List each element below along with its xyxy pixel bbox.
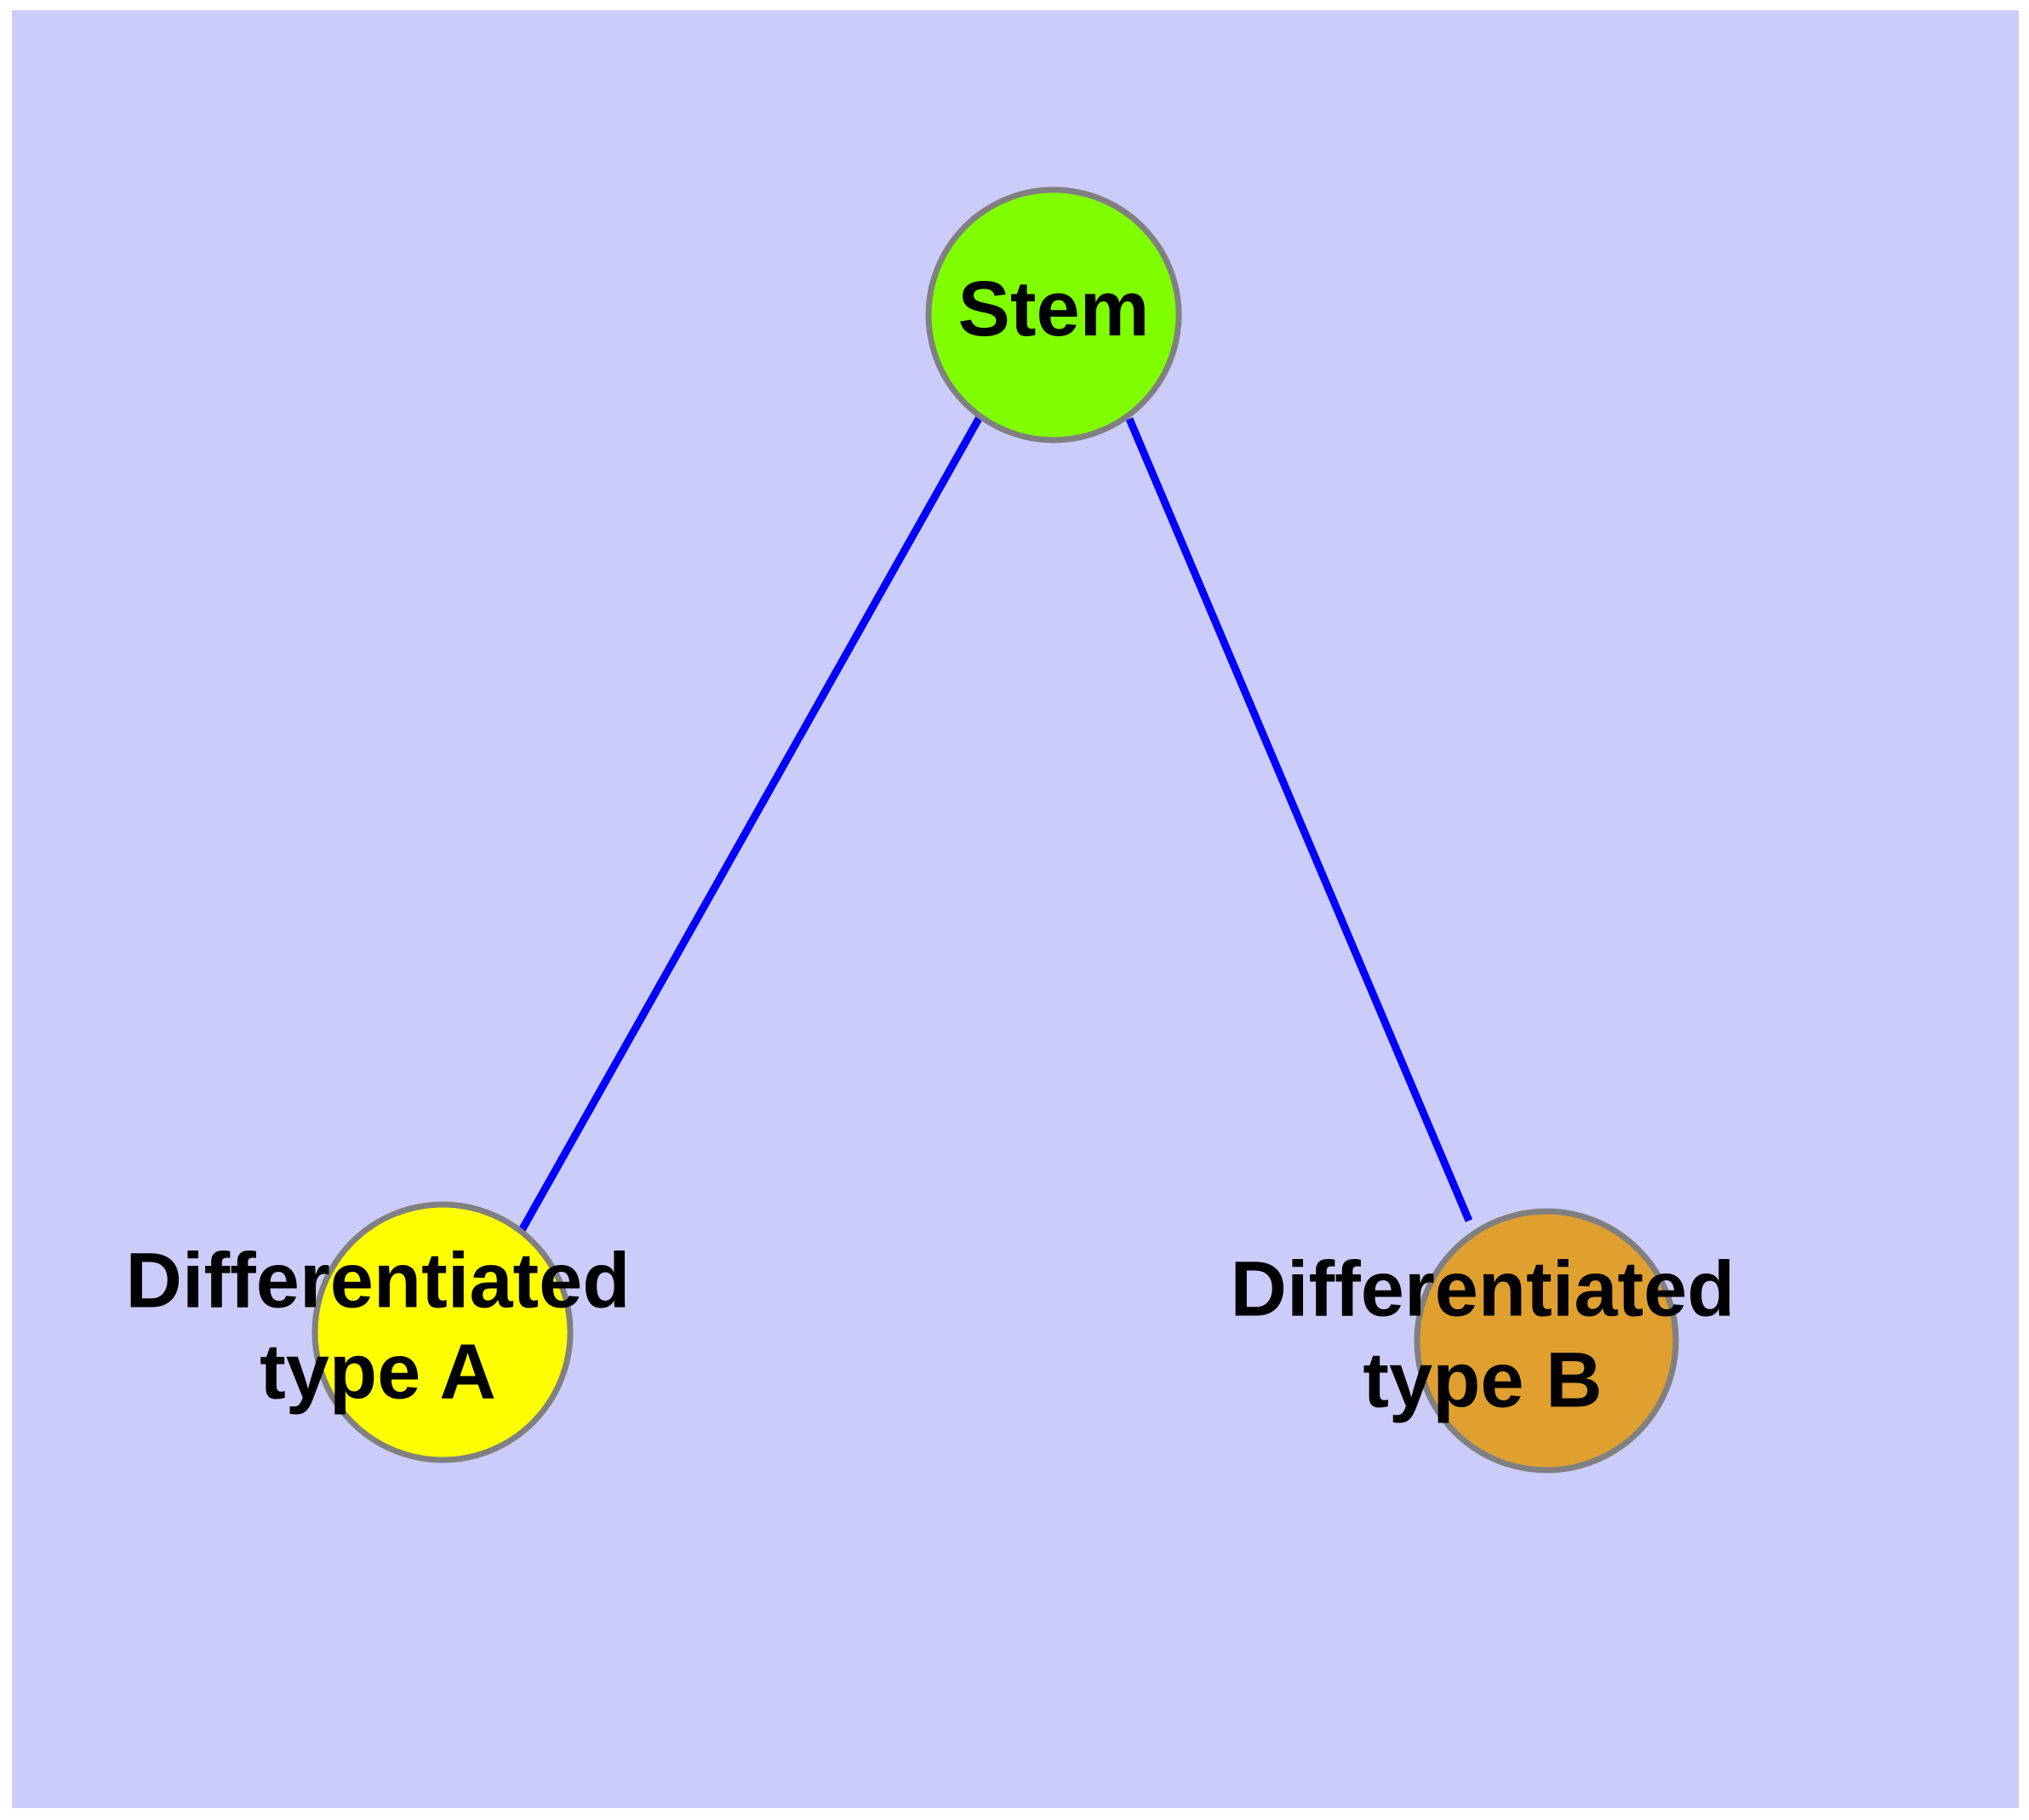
label-line: Differentiated <box>126 1238 631 1325</box>
label-line: Stem <box>958 266 1150 352</box>
edge-layer <box>517 415 1473 1234</box>
label-line: type A <box>260 1329 496 1416</box>
graph-node-stem[interactable] <box>925 186 1182 444</box>
graph-node-label-stem: Stem <box>958 266 1150 352</box>
graph-edge-stem-diff_b[interactable] <box>1125 417 1473 1222</box>
label-line: type B <box>1363 1337 1602 1424</box>
graph-node-diff_b[interactable] <box>1414 1208 1679 1474</box>
label-line: Differentiated <box>1231 1246 1735 1333</box>
node-layer <box>311 186 1679 1474</box>
graph-node-diff_a[interactable] <box>311 1201 574 1463</box>
graph-edge-stem-diff_a[interactable] <box>517 415 983 1234</box>
